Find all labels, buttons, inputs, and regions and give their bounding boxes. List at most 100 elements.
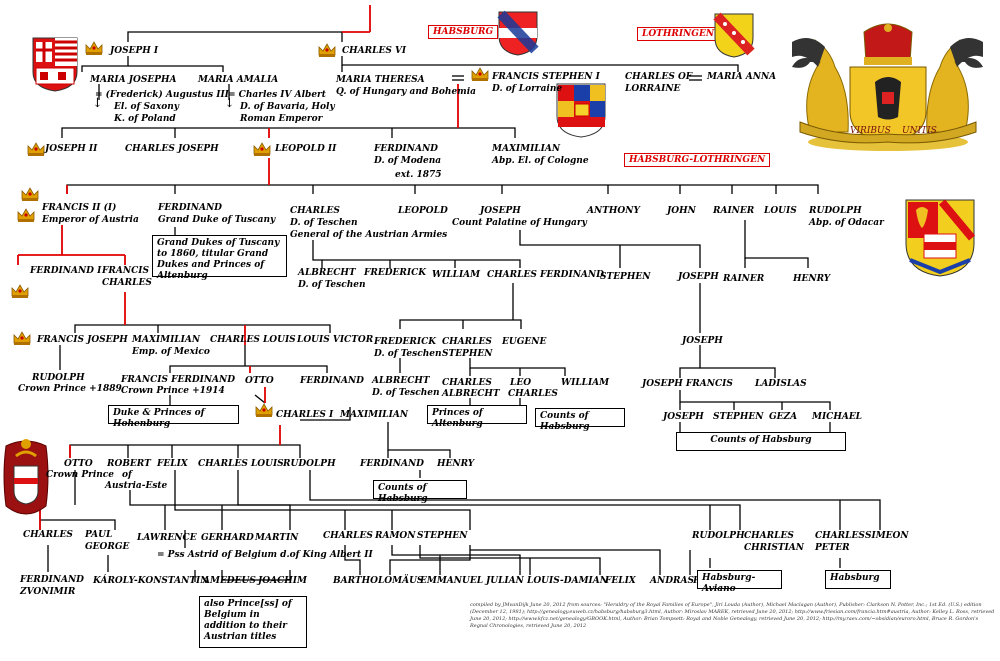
person-ferdinand-modena-title: D. of Modena — [374, 156, 442, 166]
person-charles-albrecht-2: ALBRECHT — [442, 389, 500, 399]
person-stephen-gen1: STEPHEN — [600, 272, 651, 282]
person-ferdinand-tuscany-title: Grand Duke of Tuscany — [158, 215, 276, 225]
person-francis-ferdinand: FRANCIS FERDINAND — [121, 375, 236, 385]
person-francis-ii: FRANCIS II (I) — [42, 203, 117, 213]
person-ferdinand-i: FERDINAND I — [30, 266, 102, 276]
person-martin: MARTIN — [255, 533, 299, 543]
person-charles-peter-2: PETER — [815, 543, 850, 553]
house-tag-habsburg: HABSBURG — [428, 25, 499, 39]
person-amedeus: AMEDEUS — [203, 576, 256, 586]
motto-viribus: VIRIBUS — [850, 126, 891, 136]
person-albrecht-teschen: ALBRECHT — [298, 268, 356, 278]
person-joseph-i: JOSEPH I — [110, 46, 159, 56]
person-william: WILLIAM — [432, 270, 481, 280]
crown-icon — [255, 403, 273, 417]
person-augustus-iii-title-2: K. of Poland — [114, 114, 176, 124]
person-ferdinand-zvonimir-1: FERDINAND — [20, 575, 84, 585]
person-ferdinand-max: FERDINAND — [360, 459, 424, 469]
person-ferdinand-cl: FERDINAND — [300, 376, 364, 386]
person-ferdinand-modena: FERDINAND — [374, 144, 438, 154]
credit-sources: compiled by JMvanDijk June 20, 2012 from… — [470, 602, 995, 629]
coat-of-arms-icon: VIRIBUS UNITIS — [792, 23, 983, 151]
person-francis-joseph: FRANCIS JOSEPH — [37, 335, 128, 345]
person-charles-f: CHARLES — [323, 531, 373, 541]
person-robert-2: of — [122, 470, 132, 480]
person-gerhard: GERHARD — [201, 533, 254, 543]
person-frederick-teschen: FREDERICK — [374, 337, 437, 347]
crown-icon — [13, 331, 31, 345]
person-ferdinand-tuscany: FERDINAND — [158, 203, 222, 213]
person-eugene: EUGENE — [502, 337, 547, 347]
habsburg-lothringen-arms-icon — [905, 199, 976, 277]
person-leopold-ii: LEOPOLD II — [275, 144, 337, 154]
person-michael: MICHAEL — [812, 412, 863, 422]
person-charles-teschen-title-2: General of the Austrian Armies — [290, 230, 448, 240]
person-charles-teschen-title-1: D. of Teschen — [290, 218, 358, 228]
motto-unitis: UNITIS — [902, 126, 937, 136]
person-geza: GEZA — [769, 412, 798, 422]
person-joachim: JOACHIM — [258, 576, 307, 586]
person-rudolph-crown-title: Crown Prince +1889 — [18, 384, 122, 394]
crown-icon — [318, 43, 336, 57]
person-charles-ottos: CHARLES — [23, 530, 73, 540]
person-simeon: SIMEON — [865, 531, 909, 541]
arrow-down-icon: ↓ — [224, 96, 235, 111]
person-rainer-jr: RAINER — [723, 274, 765, 284]
person-joseph-francis: JOSEPH FRANCIS — [642, 379, 733, 389]
person-stephen-f: STEPHEN — [417, 531, 468, 541]
person-frederick-teschen-title: D. of Teschen — [374, 349, 442, 359]
crown-icon — [471, 67, 489, 81]
habsburg-arms-icon — [497, 10, 539, 56]
person-albrecht-jr-title: D. of Teschen — [372, 388, 440, 398]
box-prince-belgium: also Prince[ss] of Belgium in addition t… — [199, 596, 307, 648]
person-charles-stephen-2: STEPHEN — [442, 349, 493, 359]
person-joseph-gen1: JOSEPH — [678, 272, 719, 282]
crown-icon — [11, 284, 29, 298]
person-charles-of-lorraine-1: CHARLES OF — [625, 72, 693, 82]
person-charles-christian-1: CHARLES — [744, 531, 794, 541]
person-rainer: RAINER — [713, 206, 755, 216]
person-julian: JULIAN — [486, 576, 524, 586]
person-otto-crown: OTTO — [64, 459, 93, 469]
person-charles-stephen-1: CHARLES — [442, 337, 492, 347]
person-maximilian-cologne: MAXIMILIAN — [492, 144, 561, 154]
box-counts-habsburg-1: Counts of Habsburg — [535, 408, 625, 432]
person-john: JOHN — [667, 206, 696, 216]
arrow-down-icon: ↓ — [92, 96, 103, 111]
crown-icon — [85, 41, 103, 55]
austria-imperial-arms-icon — [3, 439, 49, 515]
person-ladislas: LADISLAS — [755, 379, 807, 389]
person-joseph-palatine: JOSEPH — [480, 206, 521, 216]
person-felix: FELIX — [157, 459, 188, 469]
box-habsburg: Habsburg — [825, 570, 891, 589]
person-francis-stephen-title: D. of Lorraine — [492, 84, 563, 94]
person-lawrence: LAWRENCE — [137, 533, 197, 543]
crown-icon — [21, 187, 39, 201]
person-maximilian-cologne-title: Abp. El. of Cologne — [492, 156, 589, 166]
person-stephen-g4: STEPHEN — [713, 412, 764, 422]
box-counts-habsburg-2: Counts of Habsburg — [373, 480, 467, 504]
person-maria-josepha: MARIA JOSEPHA — [90, 75, 177, 85]
person-charles-joseph: CHARLES JOSEPH — [125, 144, 219, 154]
person-rudolph-crown: RUDOLPH — [32, 373, 85, 383]
person-rudolph-cl: RUDOLPH — [692, 531, 745, 541]
box-princes-altenburg: Princes of Altenburg — [427, 405, 527, 429]
person-albrecht-jr: ALBRECHT — [372, 376, 430, 386]
person-francis-stephen: FRANCIS STEPHEN I — [492, 72, 600, 82]
person-henry-jr: HENRY — [793, 274, 831, 284]
person-charles-i: CHARLES I — [276, 410, 334, 420]
person-william-jr: WILLIAM — [561, 378, 610, 388]
person-maria-theresa: MARIA THERESA — [336, 75, 425, 85]
person-maria-theresa-title: Q. of Hungary and Bohemia — [336, 87, 476, 97]
person-francis-charles-1: FRANCIS — [102, 266, 149, 276]
person-anthony: ANTHONY — [587, 206, 640, 216]
person-charles-iv-albert-title-2: Roman Emperor — [240, 114, 323, 124]
person-maria-anna: MARIA ANNA — [707, 72, 777, 82]
crown-icon — [253, 142, 271, 156]
person-rudolph-odacar-title: Abp. of Odacar — [809, 218, 884, 228]
house-tag-habsburg-lothringen: HABSBURG-LOTHRINGEN — [624, 153, 771, 167]
box-grand-dukes-tuscany: Grand Dukes of Tuscany to 1860, titular … — [152, 235, 287, 281]
person-maximilian-jr: MAXIMILIAN — [340, 410, 409, 420]
box-hohenburg: Duke & Princes of Hohenburg — [108, 405, 239, 429]
